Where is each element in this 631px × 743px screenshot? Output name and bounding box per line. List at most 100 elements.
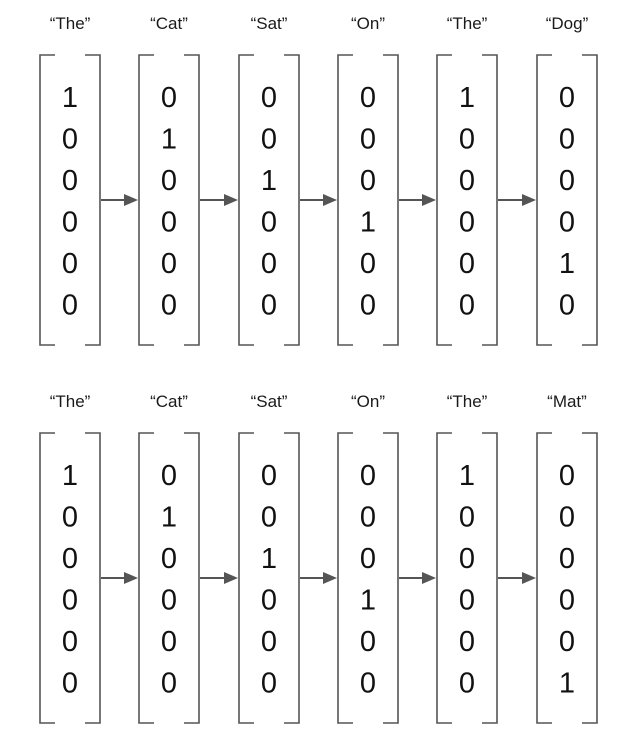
- vector-digit: 0: [261, 460, 277, 492]
- arrow-right: [498, 194, 536, 206]
- vector-digit: 0: [161, 543, 177, 575]
- vector-digit: 0: [161, 290, 177, 322]
- vector-digit: 0: [62, 543, 78, 575]
- right-bracket: [184, 432, 200, 724]
- word-label: “Cat”: [150, 14, 188, 33]
- right-bracket: [284, 432, 300, 724]
- vector-digit: 0: [261, 668, 277, 700]
- vector-digit: 0: [261, 502, 277, 534]
- vector-digit: 0: [261, 248, 277, 280]
- vector-digit: 0: [360, 502, 376, 534]
- left-bracket: [238, 54, 254, 346]
- vector-digit: 0: [62, 290, 78, 322]
- one-hot-vector: “On” 0 0 0 1 0 0: [337, 392, 399, 724]
- vector-digit: 0: [459, 543, 475, 575]
- vector-digit: 1: [62, 82, 78, 114]
- vector-digit: 0: [161, 460, 177, 492]
- right-bracket: [383, 54, 399, 346]
- arrow-right: [399, 194, 436, 206]
- vector-digit: 0: [559, 585, 575, 617]
- vector-digit: 0: [559, 502, 575, 534]
- word-label: “On”: [351, 392, 385, 411]
- vector-digit: 0: [161, 626, 177, 658]
- vector-digit: 0: [559, 124, 575, 156]
- vector-digit: 0: [161, 207, 177, 239]
- right-bracket: [482, 432, 498, 724]
- vector-digit: 0: [161, 585, 177, 617]
- word-label: “Mat”: [547, 392, 587, 411]
- arrow-right: [300, 194, 337, 206]
- arrow-right: [200, 194, 238, 206]
- vector-digit: 0: [459, 626, 475, 658]
- vector-digit: 0: [360, 124, 376, 156]
- vector-digit: 0: [559, 460, 575, 492]
- vector-digit: 0: [559, 165, 575, 197]
- word-label: “The”: [447, 14, 488, 33]
- vector-digit: 1: [62, 460, 78, 492]
- vector-digit: 0: [459, 502, 475, 534]
- word-label: “The”: [50, 392, 91, 411]
- vector-digit: 0: [161, 248, 177, 280]
- vector-digit: 0: [360, 82, 376, 114]
- left-bracket: [39, 432, 55, 724]
- left-bracket: [138, 54, 154, 346]
- vector-digit: 0: [559, 626, 575, 658]
- vector-digit: 1: [261, 165, 277, 197]
- right-bracket: [383, 432, 399, 724]
- left-bracket: [138, 432, 154, 724]
- vector-digit: 0: [459, 165, 475, 197]
- vector-digit: 1: [161, 502, 177, 534]
- vector-digit: 1: [161, 124, 177, 156]
- vector-digit: 0: [459, 290, 475, 322]
- right-bracket: [85, 54, 101, 346]
- sequences-layer: “The” 1 0 0 0 0 0 “Cat” 0 1 0 0 0 0 “Sat” 0 0 1 0 0 0 “On” 0 0 0…: [39, 14, 598, 724]
- vector-digit: 0: [261, 82, 277, 114]
- vector-digit: 0: [62, 207, 78, 239]
- arrow-right: [200, 572, 238, 584]
- vector-digit: 0: [360, 460, 376, 492]
- vector-digit: 1: [559, 248, 575, 280]
- left-bracket: [536, 432, 552, 724]
- vector-digit: 0: [62, 502, 78, 534]
- vector-digit: 0: [360, 543, 376, 575]
- left-bracket: [436, 432, 452, 724]
- vector-digit: 0: [459, 585, 475, 617]
- arrow-right: [101, 194, 138, 206]
- vector-digit: 0: [360, 165, 376, 197]
- word-label: “The”: [447, 392, 488, 411]
- vector-digit: 0: [360, 626, 376, 658]
- vector-digit: 0: [459, 248, 475, 280]
- vector-digit: 0: [62, 668, 78, 700]
- vector-digit: 0: [559, 207, 575, 239]
- vector-digit: 0: [559, 290, 575, 322]
- word-label: “Sat”: [251, 392, 288, 411]
- vector-digit: 0: [559, 543, 575, 575]
- vector-digit: 0: [360, 290, 376, 322]
- sequence-row: “The” 1 0 0 0 0 0 “Cat” 0 1 0 0 0 0 “Sat” 0 0 1 0 0 0 “On” 0 0 0…: [39, 14, 598, 346]
- vector-digit: 0: [559, 82, 575, 114]
- vector-digit: 0: [360, 248, 376, 280]
- vector-digit: 0: [161, 82, 177, 114]
- vector-digit: 0: [62, 124, 78, 156]
- vector-digit: 0: [261, 124, 277, 156]
- word-label: “Sat”: [251, 14, 288, 33]
- vector-digit: 0: [62, 165, 78, 197]
- word-label: “Dog”: [546, 14, 589, 33]
- right-bracket: [184, 54, 200, 346]
- vector-digit: 0: [261, 207, 277, 239]
- right-bracket: [284, 54, 300, 346]
- vector-digit: 0: [360, 668, 376, 700]
- vector-digit: 1: [360, 585, 376, 617]
- left-bracket: [39, 54, 55, 346]
- word-label: “On”: [351, 14, 385, 33]
- right-bracket: [85, 432, 101, 724]
